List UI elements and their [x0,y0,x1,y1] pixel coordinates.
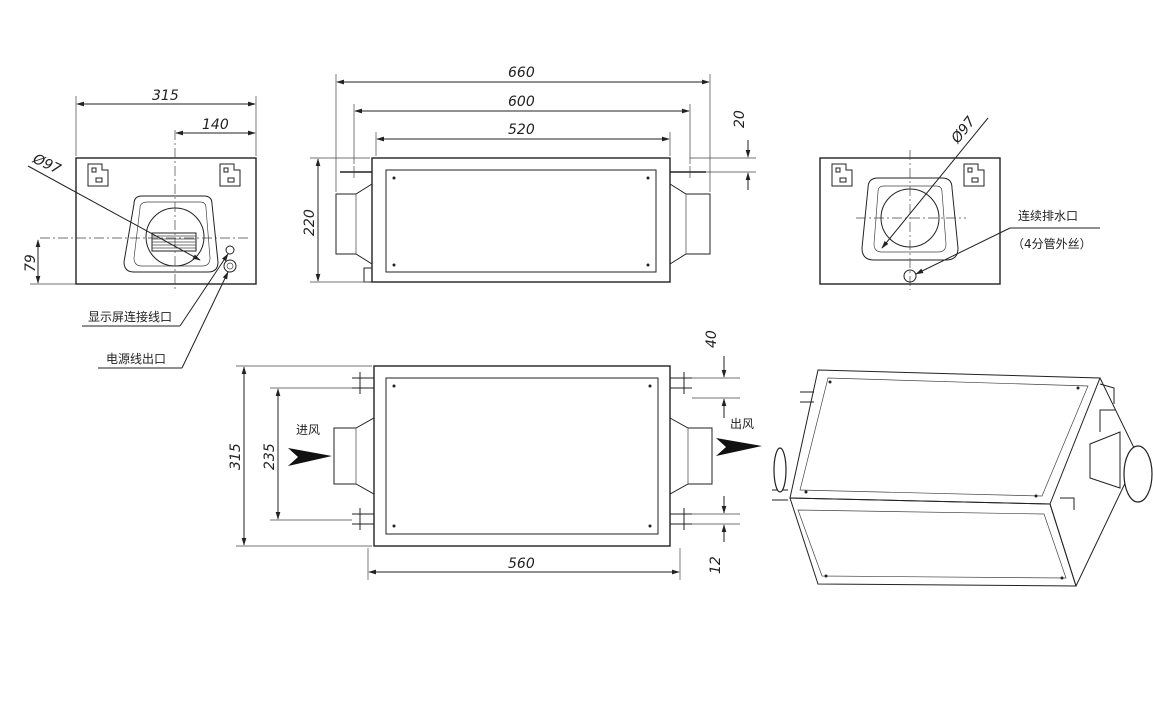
isometric-view [772,369,1153,587]
bottom-dim-bottom: 12 [708,556,724,574]
bottom-view-body [373,365,671,547]
duct-flange [861,177,959,261]
display-port-label: 显示屏连接线口 [88,309,172,324]
duct-flange [123,195,219,273]
inlet-duct [335,183,373,265]
power-port-icon [223,259,237,273]
top-dim-height: 220 [302,209,318,236]
mount-bracket-left [87,163,109,187]
top-dim-body: 520 [508,122,535,138]
mount-bracket-right [963,163,985,187]
bottom-dim-length: 560 [508,556,535,572]
bottom-dim-inner: 235 [262,443,278,470]
inlet-duct [333,417,375,495]
bottom-view: 进风 出风 315 235 560 40 12 [228,330,762,580]
power-port-label: 电源线出口 [106,352,166,366]
top-dim-mount: 600 [508,94,535,110]
outlet-arrow-icon [716,438,762,456]
bottom-dim-top: 40 [704,330,720,348]
display-port-icon [225,245,235,255]
outlet-duct [669,417,713,495]
front-view-body [75,157,257,285]
iso-top-panel [789,369,1101,505]
drain-label: 连续排水口 [1018,208,1078,223]
fan-grille-icon [151,232,197,252]
iso-front-panel [789,497,1077,587]
top-view: 660 600 520 220 20 [302,65,756,283]
side-dim-duct: Ø97 [948,114,979,147]
iso-duct-circle [1123,445,1153,503]
drain-note: （4分管外丝） [1012,236,1092,251]
inlet-arrow-icon [288,448,332,466]
top-dim-flange: 20 [732,110,748,128]
drain-port-icon [903,269,917,283]
iso-outlet-duct [1089,431,1121,489]
side-view: Ø97 连续排水口 （4分管外丝） [819,114,1100,290]
bottom-brackets [352,372,692,530]
top-view-body [371,157,671,283]
inlet-label: 进风 [296,423,320,437]
outlet-duct [669,183,711,265]
mount-bracket-left [831,163,853,187]
front-dim-width: 315 [152,88,179,104]
top-dim-total: 660 [508,65,535,81]
bottom-dim-depth: 315 [228,443,244,470]
mount-bracket-right [219,163,241,187]
front-view: 315 140 79 Ø97 显示屏连接线口 电源线出口 [23,88,257,369]
outlet-label: 出风 [730,417,754,431]
iso-inlet-duct [773,447,787,493]
front-dim-offset: 140 [202,117,229,133]
front-dim-duct: Ø97 [29,151,63,178]
front-dim-height: 79 [23,254,39,272]
